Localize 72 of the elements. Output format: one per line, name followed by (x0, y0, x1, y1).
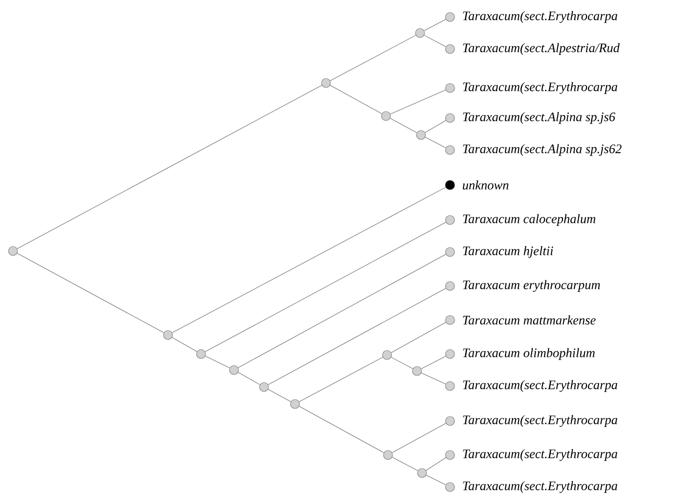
tree-node (412, 366, 422, 376)
branch-line (424, 18, 446, 32)
branch-line (268, 288, 446, 386)
branch-line (420, 356, 446, 370)
taxon-label: Taraxacum(sect.Alpestria/Rud (463, 43, 620, 55)
branch-line (298, 356, 384, 402)
branch-line (424, 120, 446, 133)
branch-line (330, 84, 382, 114)
branch-line (16, 84, 322, 250)
tree-node (445, 44, 455, 54)
branch-line (238, 254, 446, 368)
branch-line (426, 474, 446, 486)
taxon-label: Taraxacum(sect.Erythrocarpa (463, 415, 618, 427)
branch-line (392, 422, 446, 454)
taxon-label: Taraxacum(sect.Alpina sp.js6 (463, 112, 616, 124)
taxon-label: Taraxacum(sect.Erythrocarpa (463, 380, 618, 392)
tree-node (445, 247, 455, 257)
tree-node (417, 468, 427, 478)
tree-node (445, 180, 455, 190)
tree-node (445, 281, 455, 291)
tree-node (290, 399, 300, 409)
branch-line (424, 34, 446, 48)
branch-line (390, 356, 414, 370)
branch-line (330, 34, 416, 82)
branch-line (204, 356, 230, 368)
taxon-label: Taraxacum(sect.Erythrocarpa (463, 449, 618, 461)
tree-node (382, 350, 392, 360)
branch-line (172, 186, 446, 334)
branch-line (390, 322, 446, 354)
taxon-label: Taraxacum olimbophilum (463, 348, 595, 360)
taxon-label: Taraxacum erythrocarpum (463, 280, 600, 292)
tree-node (259, 382, 269, 392)
tree-node (445, 113, 455, 123)
taxon-label: Taraxacum(sect.Alpina sp.js62 (463, 144, 622, 156)
branch-line (238, 372, 260, 385)
tree-node (321, 78, 331, 88)
tree-node (445, 12, 455, 22)
taxon-label: unknown (462, 180, 508, 190)
tree-node (445, 482, 455, 492)
branch-line (424, 136, 446, 148)
tree-node (229, 365, 239, 375)
branch-line (390, 90, 446, 114)
tree-node (445, 83, 455, 93)
tree-node (381, 111, 391, 121)
tree-node (383, 450, 393, 460)
branch-line (298, 406, 384, 454)
tree-node (445, 450, 455, 460)
tree-node (445, 215, 455, 225)
taxon-label: Taraxacum hjeltii (463, 246, 554, 258)
tree-node (416, 130, 426, 140)
taxon-label: Taraxacum(sect.Erythrocarpa (463, 11, 618, 23)
tree-node (415, 28, 425, 38)
tree-node (445, 416, 455, 426)
branch-line (392, 456, 418, 472)
taxon-label: Taraxacum calocephalum (463, 214, 596, 226)
taxon-label: Taraxacum(sect.Erythrocarpa (463, 481, 618, 493)
branch-line (204, 222, 446, 352)
taxon-label: Taraxacum mattmarkense (463, 315, 596, 325)
tree-node (196, 349, 206, 359)
tree-node (8, 246, 18, 256)
branch-line (268, 388, 292, 402)
branch-line (390, 118, 418, 134)
branch-line (172, 337, 198, 352)
taxon-label: Taraxacum(sect.Erythrocarpa (463, 82, 618, 94)
branch-line (421, 372, 446, 384)
tree-node (445, 145, 455, 155)
tree-node (445, 381, 455, 391)
branch-line (426, 457, 446, 471)
tree-node (445, 349, 455, 359)
tree-node (445, 315, 455, 325)
tree-node (163, 330, 173, 340)
branch-line (16, 252, 164, 334)
